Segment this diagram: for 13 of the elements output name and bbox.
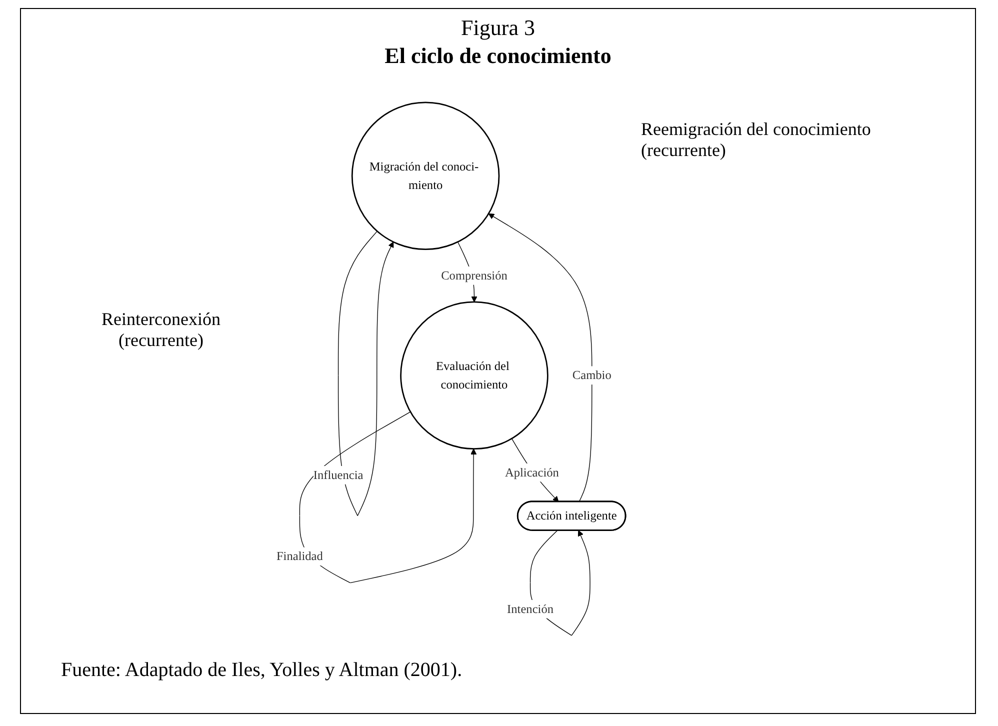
edge-label: Finalidad [276, 549, 323, 563]
edge-label: Aplicación [504, 465, 559, 480]
node-circle: Migración del conoci- miento [351, 102, 500, 250]
figure-number: Figura 3 [460, 15, 536, 41]
caption: Fuente: Adaptado de Iles, Yolles y Altman (2001). [61, 659, 462, 682]
cycle-note: Reinterconexión (recurrente) [100, 309, 222, 351]
edge-label: Influencia [313, 468, 364, 482]
edge-label: Intención [507, 602, 554, 616]
cycle-note: Reemigración del conocimiento (recurrente) [641, 119, 872, 161]
edge-label: Cambio [572, 368, 612, 382]
edge-label: Comprensión [441, 268, 508, 282]
node-circle: Evaluación del conocimiento [400, 301, 548, 450]
title: El ciclo de conocimiento [384, 43, 612, 69]
